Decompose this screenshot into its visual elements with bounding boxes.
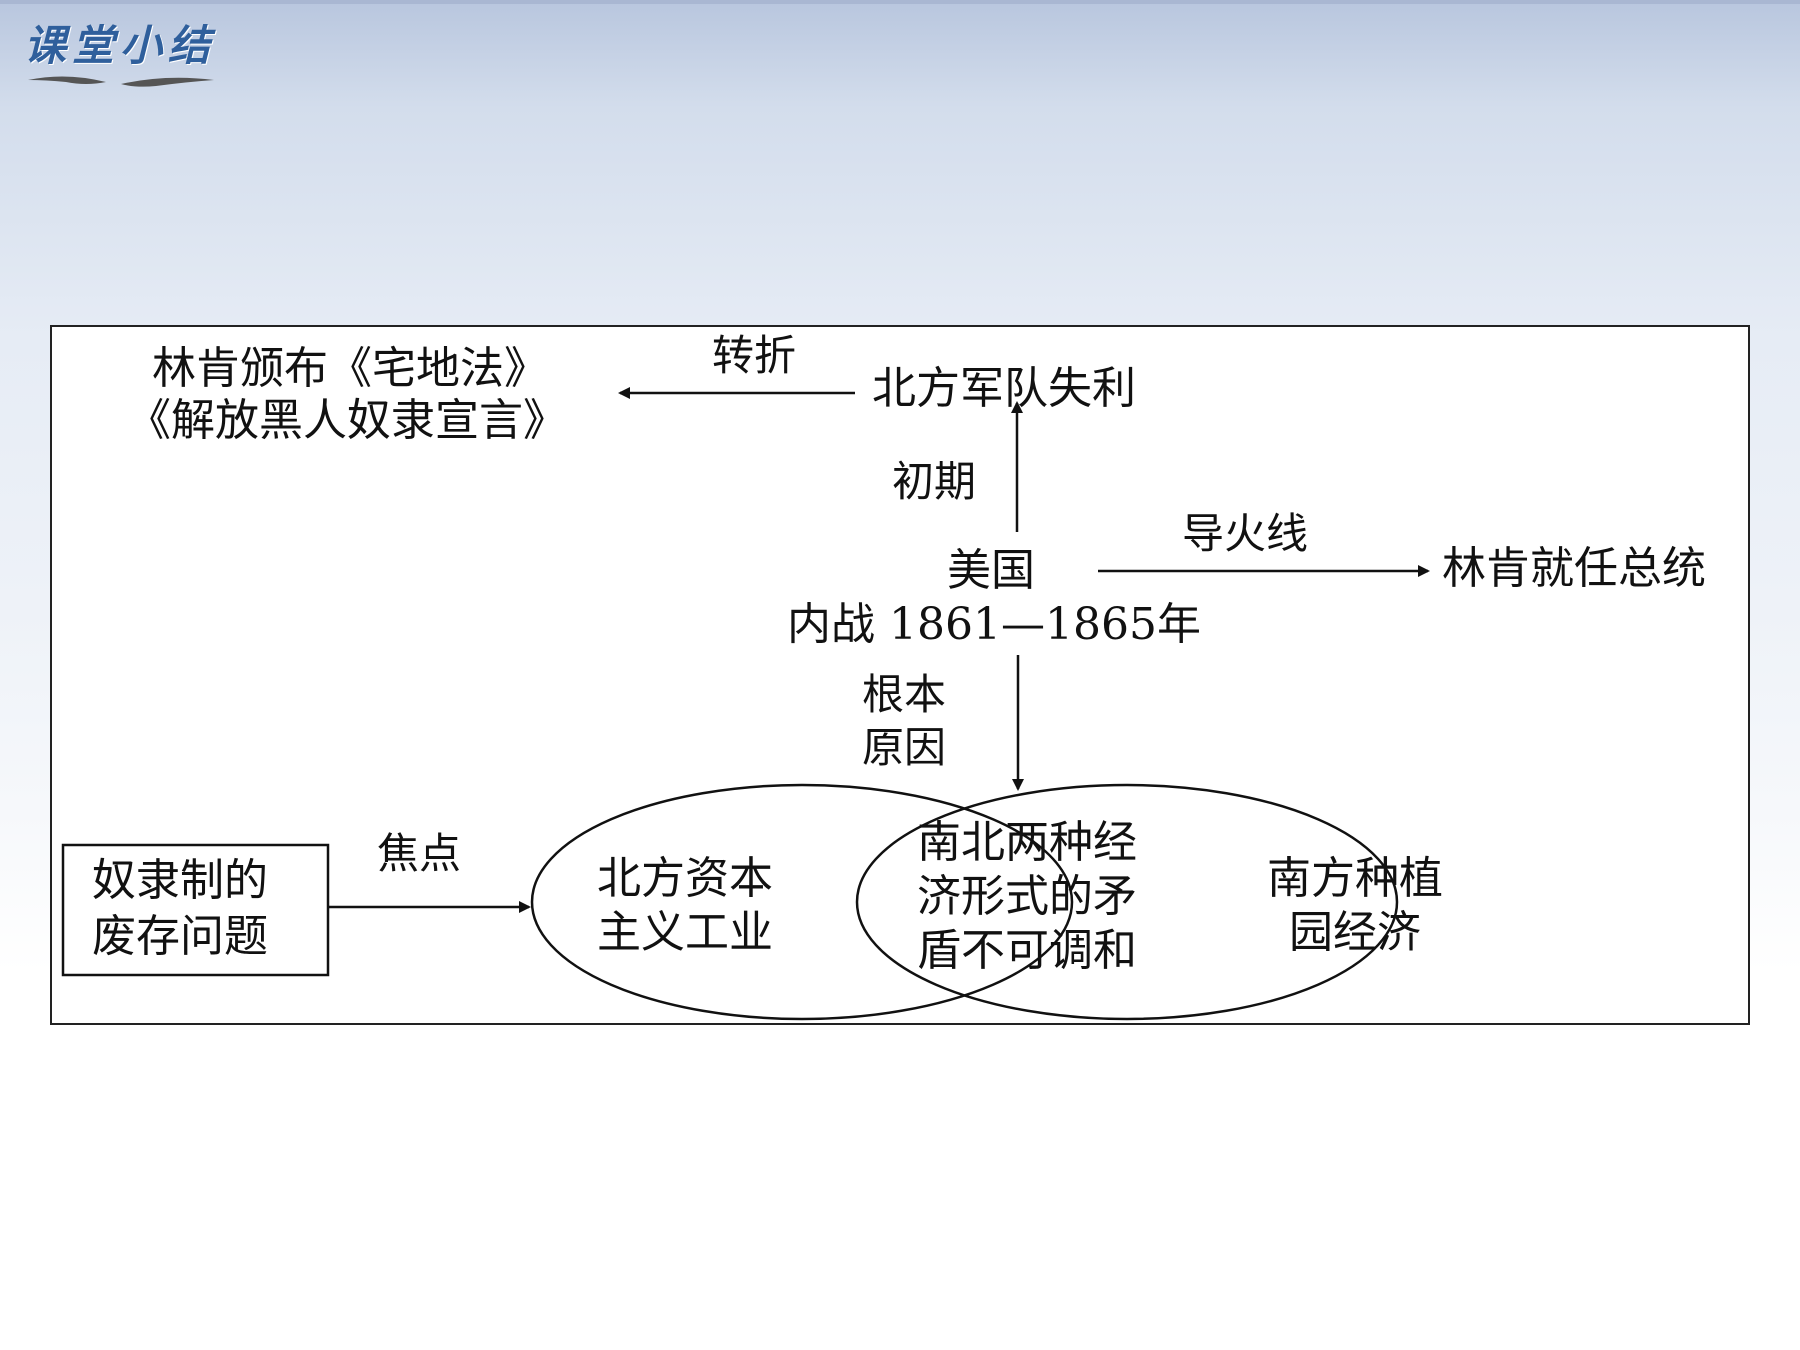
root-cause-line2: 原因	[862, 723, 947, 772]
lincoln-acts-line1: 林肯颁布《宅地法》	[152, 343, 548, 394]
north-economy-line2: 主义工业	[597, 907, 773, 958]
concept-diagram: 林肯颁布《宅地法》 《解放黑人奴隶宣言》 转折 北方军队失利 初期 美国 内战 …	[50, 325, 1750, 1025]
south-economy-line2: 园经济	[1289, 907, 1421, 958]
south-economy-line1: 南方种植	[1267, 853, 1443, 904]
north-economy-ellipse	[530, 783, 1074, 1021]
root-cause-line1: 根本	[862, 670, 947, 719]
slavery-issue-box	[61, 843, 330, 977]
diagram-connectors	[61, 387, 1430, 1021]
top-border-line	[0, 0, 1800, 4]
slavery-box-line2: 废存问题	[92, 911, 268, 962]
contradiction-line3: 盾不可调和	[917, 925, 1137, 976]
center-civil-war-text: 内战 1861—1865年	[787, 599, 1201, 650]
contradiction-line1: 南北两种经	[917, 817, 1137, 868]
center-usa-text: 美国	[947, 545, 1035, 596]
contradiction-line2: 济形式的矛	[917, 871, 1137, 922]
early-period-label: 初期	[892, 457, 977, 506]
north-economy-line1: 北方资本	[597, 853, 773, 904]
slide-title: 课堂小结	[24, 21, 217, 70]
title-swoosh-decoration	[28, 76, 214, 87]
lincoln-acts-line2: 《解放黑人奴隶宣言》	[127, 395, 567, 446]
lincoln-president-text: 林肯就任总统	[1442, 543, 1706, 594]
turning-point-label: 转折	[712, 331, 797, 380]
focus-label: 焦点	[377, 829, 462, 878]
slavery-box-line1: 奴隶制的	[92, 855, 268, 906]
south-economy-ellipse	[855, 783, 1399, 1021]
fuse-label: 导火线	[1182, 509, 1309, 558]
north-defeat-text: 北方军队失利	[872, 363, 1136, 414]
